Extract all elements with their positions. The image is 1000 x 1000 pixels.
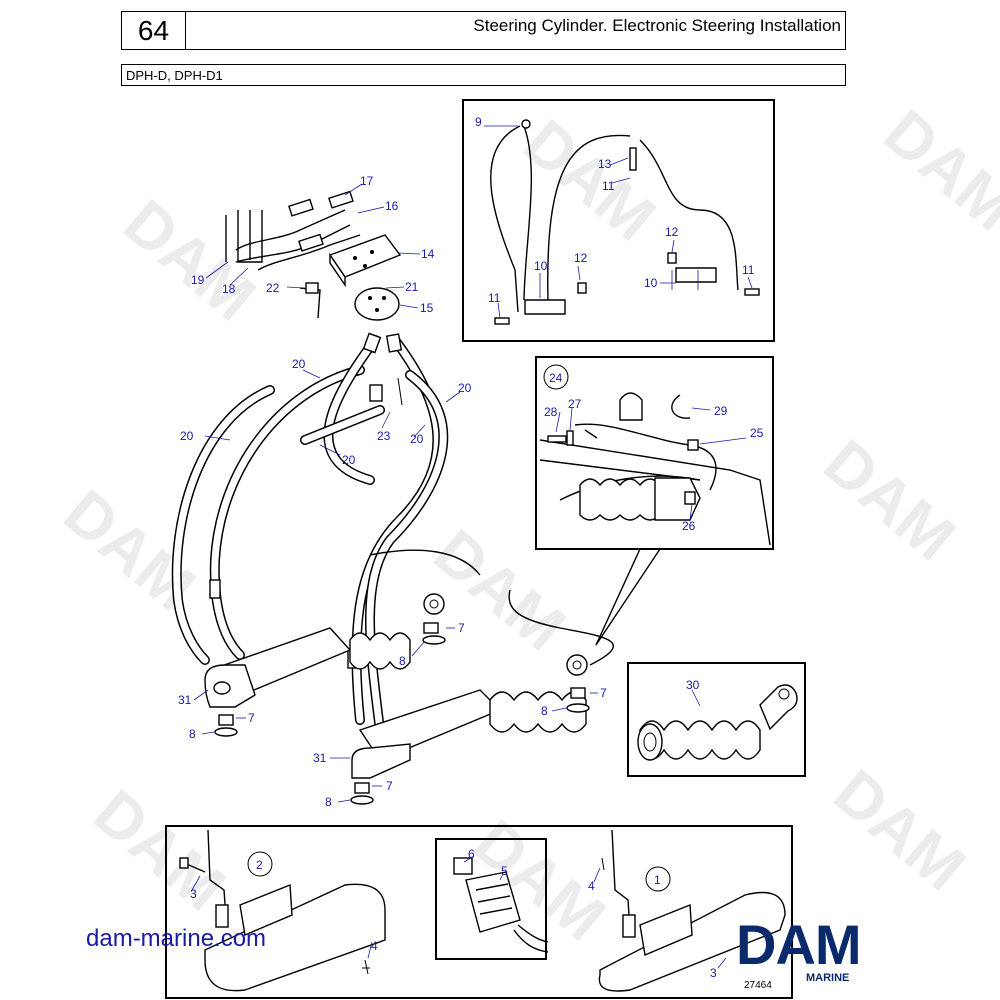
callout-28: 28 xyxy=(544,405,558,419)
callout-16: 16 xyxy=(385,199,399,213)
callout-3: 3 xyxy=(190,887,197,901)
callout-17: 17 xyxy=(360,174,374,188)
callout-14: 14 xyxy=(421,247,435,261)
callout-8: 8 xyxy=(541,704,548,718)
watermark-text: DAM xyxy=(871,96,1000,245)
callout-31: 31 xyxy=(178,693,192,707)
callout-12: 12 xyxy=(665,225,679,239)
callout-20: 20 xyxy=(292,357,306,371)
callout-13: 13 xyxy=(598,157,612,171)
callout-24: 24 xyxy=(549,371,563,385)
callout-8: 8 xyxy=(189,727,196,741)
callout-4: 4 xyxy=(588,879,595,893)
callout-22: 22 xyxy=(266,281,280,295)
watermark-text: DAM xyxy=(511,106,669,255)
page-title: Steering Cylinder. Electronic Steering I… xyxy=(185,11,846,50)
callout-8: 8 xyxy=(399,654,406,668)
callout-31: 31 xyxy=(313,751,327,765)
callout-7: 7 xyxy=(600,686,607,700)
callout-9: 9 xyxy=(475,115,482,129)
callout-11: 11 xyxy=(488,291,501,305)
callout-1: 1 xyxy=(654,873,661,887)
watermark-text: DAM xyxy=(811,426,969,575)
callout-23: 23 xyxy=(377,429,391,443)
website-link[interactable]: dam-marine.com xyxy=(86,925,267,952)
callout-7: 7 xyxy=(386,779,393,793)
callout-18: 18 xyxy=(222,282,236,296)
model-designation: DPH-D, DPH-D1 xyxy=(121,64,846,86)
callout-19: 19 xyxy=(191,273,205,287)
callout-11: 11 xyxy=(602,179,615,193)
steering-cylinder-upper: 7 8 31 7 8 xyxy=(178,549,481,741)
callout-29: 29 xyxy=(714,404,728,418)
callout-7: 7 xyxy=(248,711,255,725)
watermark-text: DAM xyxy=(81,776,239,925)
callout-12: 12 xyxy=(574,251,588,265)
valve-block-assembly: 17 16 14 21 15 22 19 18 xyxy=(191,174,435,321)
callout-20: 20 xyxy=(342,453,356,467)
inset-cable-harness: 9 13 11 10 12 11 12 10 11 xyxy=(462,99,775,342)
watermark-text: DAM xyxy=(821,756,979,905)
inset-boot: 30 xyxy=(627,662,806,777)
callout-20: 20 xyxy=(410,432,424,446)
callout-21: 21 xyxy=(405,280,419,294)
callout-10: 10 xyxy=(644,276,658,290)
steering-cylinder-lower: 7 8 31 7 8 xyxy=(313,589,615,809)
callout-3: 3 xyxy=(710,966,717,980)
drawing-number: 27464 xyxy=(744,980,772,991)
callout-30: 30 xyxy=(686,678,700,692)
callout-6: 6 xyxy=(468,847,475,861)
callout-5: 5 xyxy=(501,864,508,878)
bottom-detail-panel: 2 3 4 6 5 1 4 3 xyxy=(165,825,793,999)
callout-7: 7 xyxy=(458,621,465,635)
callout-2: 2 xyxy=(256,858,263,872)
callout-27: 27 xyxy=(568,397,582,411)
callout-20: 20 xyxy=(180,429,194,443)
callout-10: 10 xyxy=(534,259,548,273)
watermark-text: DAM xyxy=(421,516,579,665)
callout-8: 8 xyxy=(325,795,332,809)
brand-logo: DAM xyxy=(736,913,862,976)
page-number: 64 xyxy=(121,11,186,50)
callout-11: 11 xyxy=(742,263,755,277)
brand-logo-subtext: MARINE xyxy=(806,972,850,984)
callout-26: 26 xyxy=(682,519,696,533)
callout-15: 15 xyxy=(420,301,434,315)
callout-25: 25 xyxy=(750,426,764,440)
callout-20: 20 xyxy=(458,381,472,395)
callout-4: 4 xyxy=(371,939,378,953)
inset-sensor-detail: 24 28 27 29 25 26 xyxy=(535,356,774,646)
